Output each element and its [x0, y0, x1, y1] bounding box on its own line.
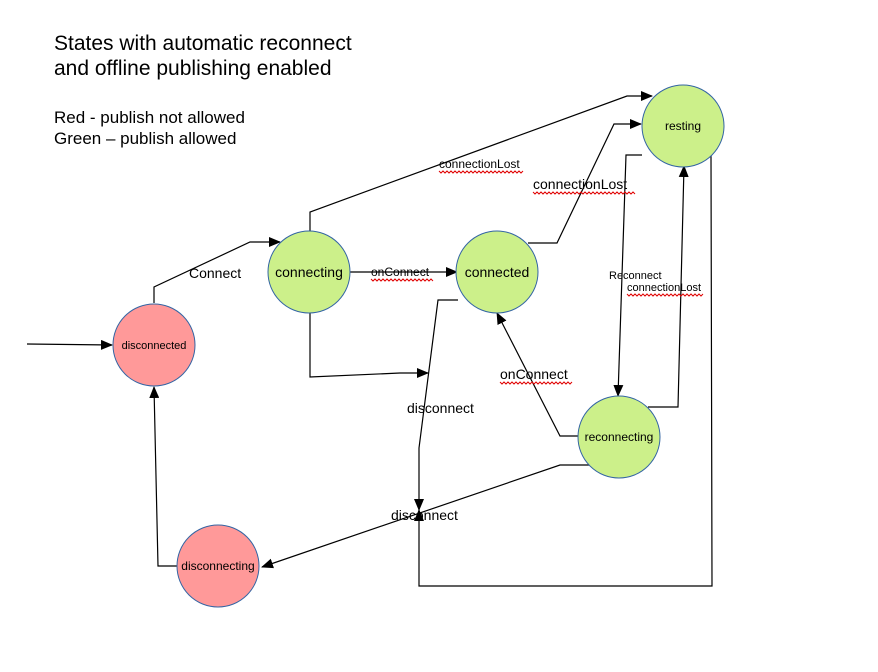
- edge-label-connection-lost-3: connectionLost: [627, 282, 701, 294]
- edge-label-connection-lost-1: connectionLost: [439, 157, 520, 171]
- state-resting-label: resting: [665, 119, 701, 133]
- state-disconnecting-label: disconnecting: [181, 559, 254, 573]
- spellcheck-underline-on-connect-1: [370, 278, 434, 282]
- edge-label-on-connect-2: onConnect: [500, 366, 568, 382]
- spellcheck-underline-connection-lost-3: [626, 293, 704, 297]
- edge-labels: Connect onConnect connectionLost connect…: [189, 157, 704, 523]
- diagram-title-line-1: States with automatic reconnect: [54, 32, 352, 55]
- state-disconnecting-circle: [176, 524, 260, 608]
- legend-red: Red - publish not allowed: [54, 108, 245, 127]
- edge-reconnecting-to-resting: [648, 165, 689, 408]
- edge-reconnecting-to-connected: [496, 312, 580, 437]
- state-resting-circle: [641, 84, 725, 168]
- edges: [26, 91, 713, 587]
- edge-disconnected-to-connecting: [153, 237, 281, 303]
- state-connected-circle: [455, 230, 539, 314]
- state-connected-label: connected: [465, 264, 530, 280]
- edge-label-connect: Connect: [189, 265, 241, 281]
- edge-initial-to-disconnected: [26, 339, 113, 350]
- edge-connected-to-resting: [528, 119, 642, 244]
- state-reconnecting-label: reconnecting: [585, 430, 654, 444]
- edge-label-on-connect-1: onConnect: [371, 265, 430, 279]
- edge-resting-to-reconnecting: [613, 154, 642, 397]
- edge-reconnecting-to-disconnecting: [261, 464, 591, 569]
- edge-disconnecting-to-disconnected: [149, 386, 177, 567]
- edge-label-disconnect-2: disconnect: [391, 507, 458, 523]
- edge-connecting-to-disconnect: [309, 313, 429, 378]
- state-reconnecting-circle: [577, 395, 661, 479]
- spellcheck-underline-on-connect-2: [499, 381, 573, 385]
- diagram-title-line-2: and offline publishing enabled: [54, 57, 332, 80]
- spellcheck-underline-connection-lost-1: [438, 170, 524, 174]
- state-connecting-circle: [267, 230, 351, 314]
- edge-label-connection-lost-2: connectionLost: [533, 176, 627, 192]
- legend-green: Green – publish allowed: [54, 129, 236, 148]
- edge-connected-to-disconnect: [414, 299, 458, 511]
- state-disconnected-label: disconnected: [122, 340, 187, 352]
- state-connecting-label: connecting: [275, 264, 343, 280]
- spellcheck-underline-connection-lost-2: [532, 191, 636, 195]
- edge-label-reconnect: Reconnect: [609, 270, 662, 282]
- edge-connecting-to-resting: [309, 91, 653, 232]
- edge-resting-to-disconnect: [414, 154, 713, 587]
- state-disconnected-circle: [112, 303, 196, 387]
- states: disconnected connecting connected restin…: [112, 84, 725, 608]
- edge-label-disconnect-1: disconnect: [407, 400, 474, 416]
